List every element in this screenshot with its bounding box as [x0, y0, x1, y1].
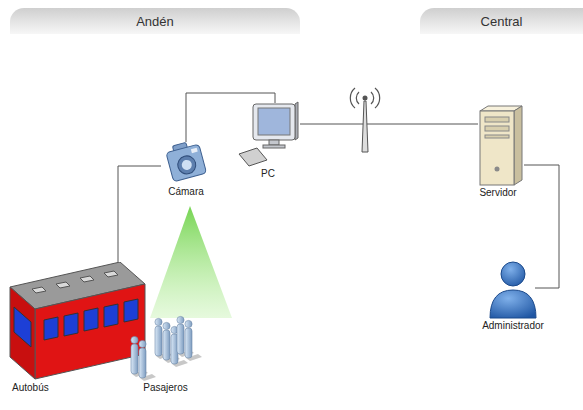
camera-icon [163, 138, 209, 186]
node-label: Autobús [0, 382, 152, 394]
node-label: Cámara [161, 186, 211, 198]
passengers-node: Pasajeros [126, 312, 205, 394]
pc-node: PC [235, 100, 301, 180]
camera-beam [150, 206, 232, 318]
network-wire [118, 166, 161, 262]
antenna-symbol [350, 88, 379, 152]
server-node: Servidor [468, 105, 528, 199]
people-icon [128, 312, 203, 382]
network-wire [524, 165, 559, 288]
camera-node: Cámara [161, 138, 211, 198]
region-band: Andén [10, 8, 300, 34]
bus-node: Autobús [0, 262, 152, 394]
admin-icon [482, 258, 544, 320]
pc-icon [237, 100, 299, 168]
node-label: Pasajeros [126, 382, 205, 394]
region-title: Central [481, 14, 523, 29]
network-wire [300, 124, 478, 125]
region-title: Andén [136, 14, 174, 29]
server-icon [470, 105, 526, 187]
region-band: Central [420, 8, 583, 34]
administrator-node: Administrador [473, 258, 553, 332]
node-label: Servidor [468, 187, 528, 199]
node-label: Administrador [473, 320, 553, 332]
node-label: PC [235, 168, 301, 180]
bus-icon [0, 262, 150, 382]
